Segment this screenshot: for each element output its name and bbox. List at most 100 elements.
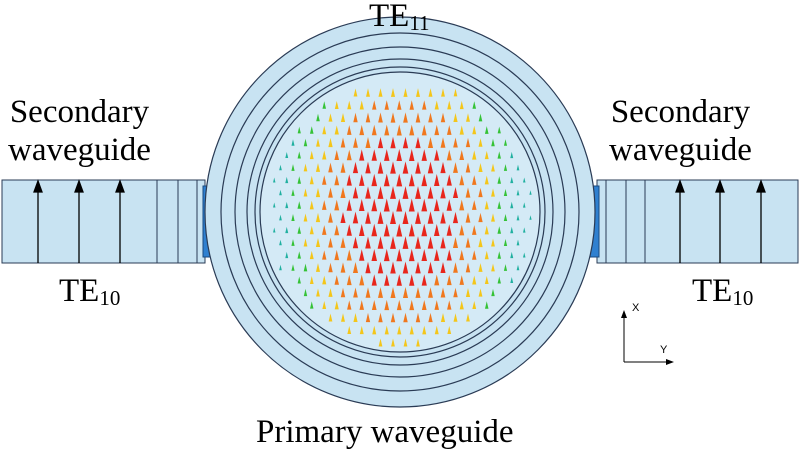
field-arrow-marker (409, 299, 415, 311)
field-arrow-marker (491, 263, 495, 272)
field-arrow-marker (397, 325, 402, 335)
field-arrow-marker (408, 248, 415, 262)
field-arrow-marker (365, 287, 371, 298)
field-arrow-marker (465, 137, 471, 148)
left-secondary-waveguide (1, 179, 206, 264)
field-arrow-marker (446, 174, 452, 186)
field-arrow-marker (316, 288, 320, 297)
left-mode-sub: 10 (99, 286, 121, 310)
field-arrow-marker (472, 125, 477, 135)
field-arrow-marker (346, 174, 352, 186)
field-arrow-marker (322, 250, 327, 260)
field-arrow-marker (316, 113, 320, 122)
field-arrow-marker (328, 262, 333, 273)
field-arrow-marker (466, 313, 470, 322)
field-arrow-marker (465, 187, 471, 198)
field-arrow-marker (315, 163, 321, 172)
field-arrow-marker (303, 213, 308, 222)
field-arrow-marker (510, 251, 514, 259)
field-arrow-marker (434, 274, 440, 286)
field-arrow-marker (377, 136, 384, 149)
field-arrow-marker (440, 211, 446, 224)
field-arrow-marker (359, 149, 365, 161)
field-arrow-marker (291, 189, 295, 196)
field-arrow-marker (340, 262, 346, 273)
field-arrow-marker (377, 186, 384, 199)
field-arrow-marker (316, 138, 320, 147)
field-arrow-marker (321, 200, 327, 210)
field-arrow-marker (402, 211, 409, 224)
field-arrow-marker (396, 173, 403, 187)
field-arrow-marker (396, 124, 402, 136)
field-arrow-marker (315, 212, 321, 223)
field-arrow-marker (472, 150, 477, 160)
field-arrow-marker (472, 300, 477, 310)
field-arrow-marker (491, 188, 495, 197)
field-arrow-marker (396, 198, 403, 212)
field-arrow-marker (390, 211, 396, 224)
field-arrow-marker (353, 313, 358, 322)
field-arrow-marker (371, 274, 377, 286)
right-secondary-waveguide (596, 179, 799, 264)
field-arrow-marker (428, 112, 433, 123)
top-mode-label: TE11 (369, 0, 430, 34)
field-arrow-marker (353, 287, 358, 298)
field-arrow-marker (510, 226, 514, 234)
field-arrow-marker (415, 211, 421, 224)
left-title-line1: Secondary (9, 94, 150, 130)
field-arrow-marker (427, 261, 434, 274)
field-arrow-marker (422, 325, 427, 335)
field-arrow-marker (340, 137, 346, 148)
field-arrow-marker (433, 174, 440, 186)
right-field-arrows (675, 179, 766, 263)
field-arrow-marker (328, 113, 333, 122)
field-arrow-marker (378, 112, 383, 123)
field-arrow-marker (415, 312, 421, 323)
field-arrow-marker (516, 189, 520, 196)
field-arrow-marker (322, 175, 327, 185)
field-arrow-marker (371, 198, 378, 212)
field-arrow-marker (396, 248, 403, 262)
field-arrow-marker (303, 138, 308, 147)
field-arrow-marker (384, 124, 390, 136)
field-arrow-marker (497, 251, 502, 259)
field-arrow-marker (459, 125, 464, 135)
axis-y-label: Y (660, 344, 668, 356)
field-arrow-marker (334, 150, 340, 160)
field-arrow-marker (503, 164, 508, 171)
field-arrow-marker (516, 164, 520, 171)
field-arrow-marker (309, 276, 314, 284)
right-mode-label: TE10 (692, 275, 753, 309)
field-arrow-marker (453, 137, 458, 148)
field-arrow-marker (446, 274, 452, 286)
field-arrow-marker (383, 173, 390, 187)
field-arrow-marker (408, 173, 415, 187)
right-mode-sub: 10 (732, 286, 754, 310)
field-arrow-marker (359, 249, 365, 261)
primary-waveguide-title-text: Primary waveguide (256, 414, 514, 450)
field-arrow-marker (365, 211, 371, 224)
field-arrow-marker (303, 188, 308, 197)
field-arrow-marker (371, 149, 377, 161)
field-arrow-marker (334, 300, 339, 310)
field-arrow-marker (472, 250, 477, 260)
field-arrow-marker (340, 287, 346, 298)
field-arrow-marker (441, 88, 445, 97)
field-arrow-marker (273, 227, 276, 233)
field-arrow-marker (452, 211, 459, 224)
field-arrow-marker (377, 161, 384, 174)
field-arrow-marker (427, 161, 434, 174)
field-arrow-marker (384, 325, 389, 335)
field-arrow-marker (279, 189, 282, 196)
field-arrow-marker (328, 237, 333, 248)
field-arrow-marker (447, 300, 452, 310)
field-arrow-marker (285, 151, 289, 159)
field-arrow-marker (279, 214, 282, 221)
field-arrow-marker (328, 137, 333, 148)
field-arrow-marker (459, 224, 465, 236)
field-arrow-marker (346, 249, 352, 261)
field-arrow-marker (384, 274, 390, 286)
field-arrow-marker (497, 226, 502, 234)
field-arrow-marker (328, 212, 333, 223)
field-arrow-marker (471, 225, 477, 235)
